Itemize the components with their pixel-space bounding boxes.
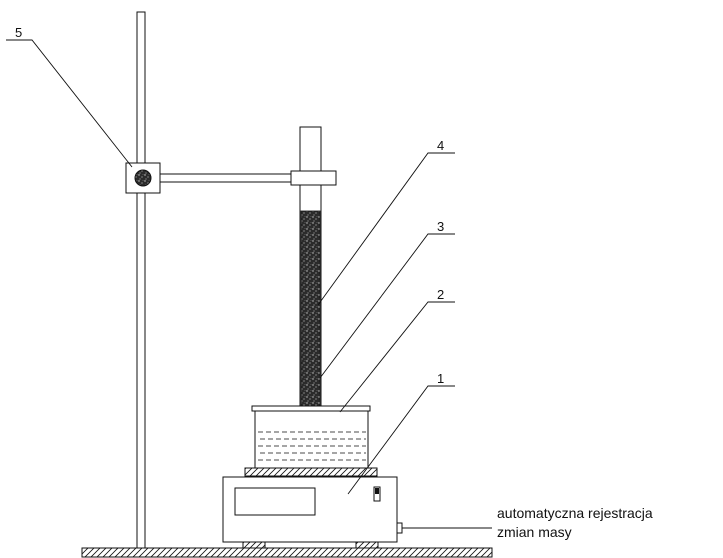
- balance-foot-right: [355, 541, 379, 549]
- label-part-3: 3: [437, 219, 444, 234]
- label-part-4: 4: [437, 138, 444, 153]
- balance-connector: [396, 522, 403, 534]
- leader-lines: [6, 39, 455, 495]
- clamp-screw: [134, 169, 152, 187]
- balance-switch-lever: [375, 488, 379, 494]
- vessel-lid: [251, 405, 371, 412]
- sample-column: [300, 210, 321, 433]
- balance-display: [234, 487, 316, 516]
- caption-line-1: automatyczna rejestracja: [497, 505, 653, 521]
- clamp-arm: [159, 173, 293, 183]
- balance-foot-left: [242, 541, 266, 549]
- label-part-2: 2: [437, 287, 444, 302]
- stand-rod: [136, 11, 146, 549]
- balance-pan: [244, 467, 378, 477]
- label-part-1: 1: [437, 371, 444, 386]
- caption-line-2: zmian masy: [497, 524, 572, 540]
- base-plate: [81, 547, 493, 558]
- tube-holder: [290, 170, 337, 186]
- water-surface: [258, 431, 366, 461]
- water-vessel: [254, 408, 369, 469]
- label-part-5: 5: [15, 25, 22, 40]
